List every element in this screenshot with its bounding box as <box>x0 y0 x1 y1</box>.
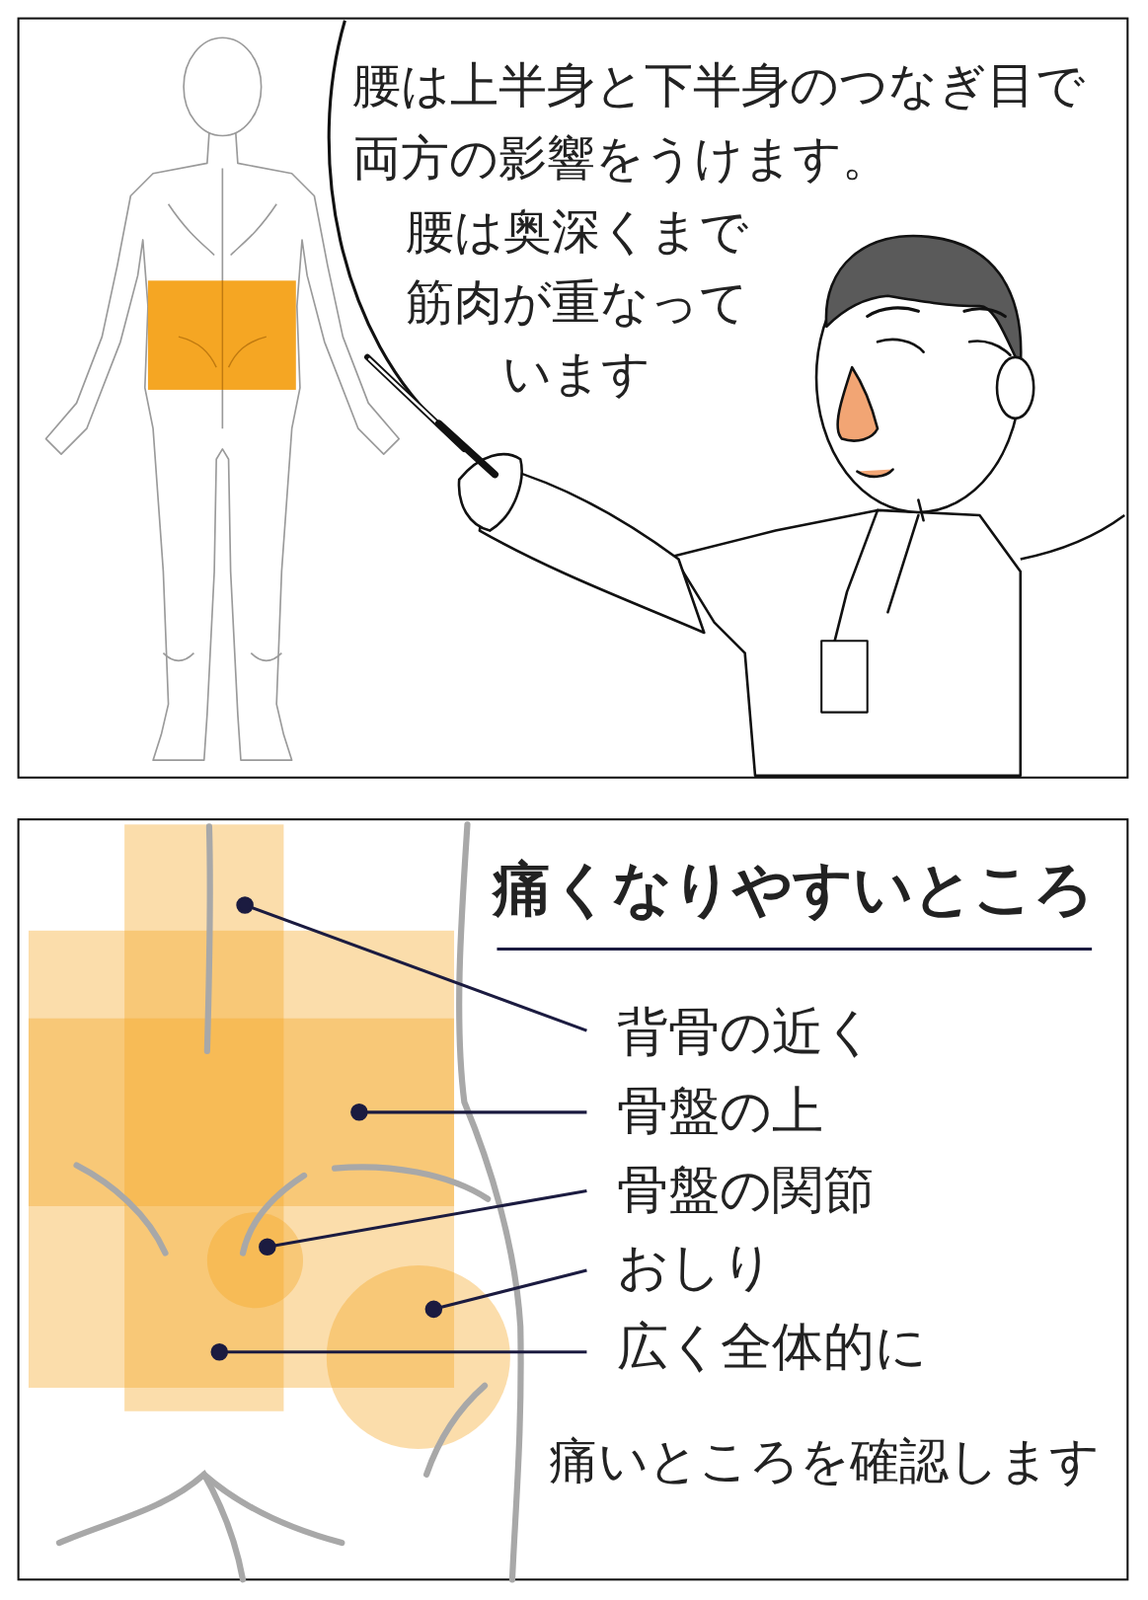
region-label: 広く全体的に <box>616 1315 927 1378</box>
body-outline <box>59 824 522 1580</box>
region-label: 背骨の近く <box>616 1000 876 1063</box>
speech-balloon <box>1020 515 1125 559</box>
panel-frame <box>18 18 1129 778</box>
lower-back-band <box>148 280 297 390</box>
speech-text: 腰は上半身と下半身のつなぎ目で 両方の影響をうけます。 <box>352 48 1120 196</box>
note-text: 痛いところを確認します <box>548 1430 1100 1492</box>
heading: 痛くなりやすいところ <box>492 852 1094 924</box>
title-underline <box>496 947 1092 951</box>
pain-region <box>28 824 511 1450</box>
panel-frame <box>18 819 1129 1580</box>
pointer-stick <box>367 357 495 475</box>
region-label: おしり <box>616 1235 774 1298</box>
region-label: 骨盤の上 <box>616 1079 824 1142</box>
leader-line <box>212 898 587 1360</box>
speech-text: 腰は奥深くまで 筋肉が重なって います <box>392 195 761 410</box>
region-label: 骨盤の関節 <box>616 1158 875 1221</box>
body-figure <box>178 280 267 390</box>
body-figure <box>46 37 400 761</box>
